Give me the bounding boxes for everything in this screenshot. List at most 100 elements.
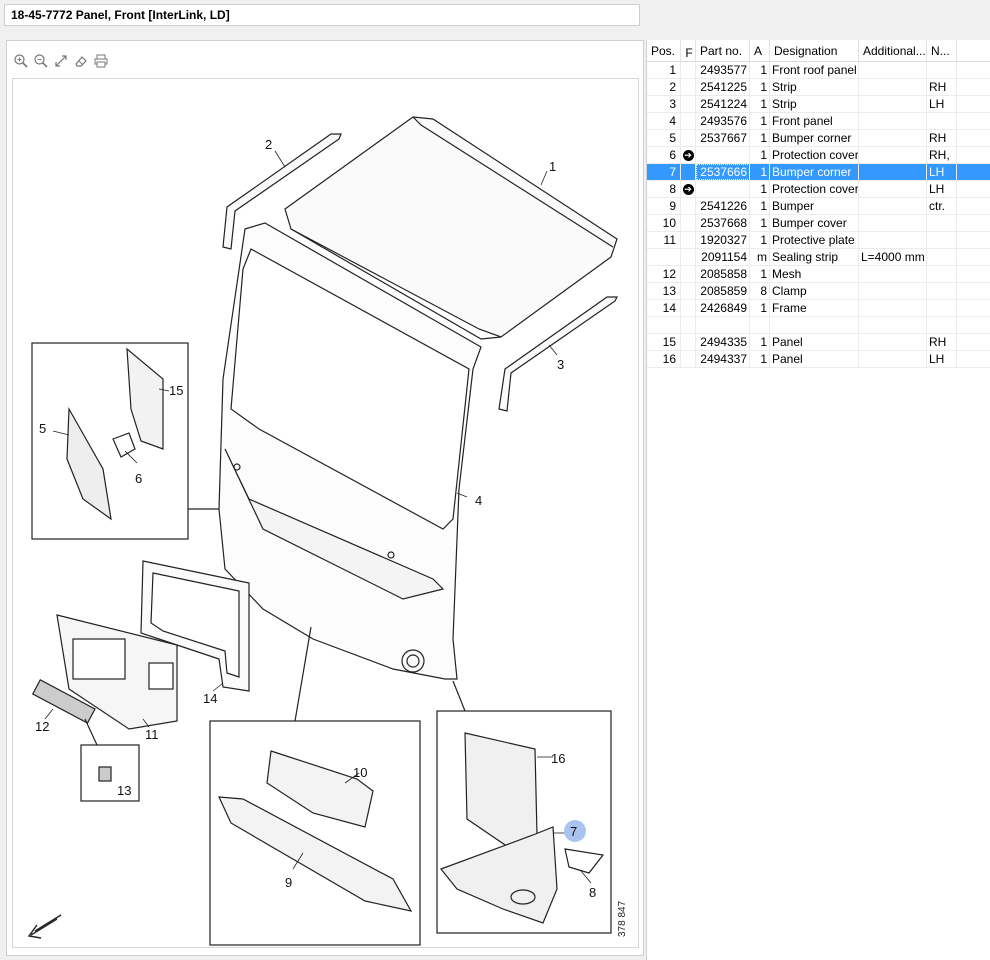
row-designation: Clamp	[770, 283, 859, 299]
callout-14[interactable]: 14	[203, 691, 217, 706]
row-additional	[859, 283, 927, 299]
column-header-a[interactable]: A	[750, 40, 770, 61]
arrow-right-icon[interactable]: ➔	[682, 184, 694, 195]
part-8-protection-cover[interactable]	[564, 848, 605, 874]
callout-12[interactable]: 12	[35, 719, 49, 734]
callout-2[interactable]: 2	[265, 137, 272, 152]
part-9-bumper[interactable]	[218, 796, 413, 912]
callout-16[interactable]: 16	[551, 751, 565, 766]
column-header-additional[interactable]: Additional...	[859, 40, 927, 61]
zoom-in-icon[interactable]	[12, 52, 30, 70]
row-part-no: 1920327	[696, 232, 750, 248]
zoom-out-icon[interactable]	[32, 52, 50, 70]
row-note	[927, 232, 957, 248]
row-pos: 1	[647, 62, 681, 78]
print-icon[interactable]	[92, 52, 110, 70]
arrow-right-icon[interactable]: ➔	[682, 150, 694, 161]
row-note	[927, 249, 957, 265]
callout-6[interactable]: 6	[135, 471, 142, 486]
callout-10[interactable]: 10	[353, 765, 367, 780]
callout-3[interactable]: 3	[557, 357, 564, 372]
row-designation: Bumper	[770, 198, 859, 214]
row-pos: 10	[647, 215, 681, 231]
row-additional	[859, 266, 927, 282]
row-part-no: 2541226	[696, 198, 750, 214]
row-designation: Front panel	[770, 113, 859, 129]
row-flag	[681, 198, 696, 214]
callout-4[interactable]: 4	[475, 493, 482, 508]
part-2-strip[interactable]	[222, 133, 342, 250]
row-pos: 14	[647, 300, 681, 316]
row-designation: Front roof panel	[770, 62, 859, 78]
row-pos: 5	[647, 130, 681, 146]
row-pos	[647, 317, 681, 333]
row-part-no: 2494337	[696, 351, 750, 367]
row-quantity: 1	[750, 113, 770, 129]
row-part-no: 2085859	[696, 283, 750, 299]
row-flag	[681, 283, 696, 299]
callout-11[interactable]: 11	[145, 727, 159, 742]
part-15-panel[interactable]	[126, 347, 164, 450]
row-quantity: 1	[750, 164, 770, 180]
callout-13[interactable]: 13	[117, 783, 131, 798]
column-header-f[interactable]: F	[681, 40, 696, 61]
row-designation: Frame	[770, 300, 859, 316]
row-pos: 11	[647, 232, 681, 248]
row-note: RH,	[927, 147, 957, 163]
row-additional	[859, 181, 927, 197]
fit-icon[interactable]	[52, 52, 70, 70]
row-note: ctr.	[927, 198, 957, 214]
callout-7-highlight	[564, 820, 586, 842]
row-part-no: 2493577	[696, 62, 750, 78]
row-flag	[681, 249, 696, 265]
part-7-bumper-corner[interactable]	[440, 826, 558, 924]
row-part-no: 2085858	[696, 266, 750, 282]
eraser-icon[interactable]	[72, 52, 90, 70]
orientation-arrow-icon	[27, 914, 62, 939]
column-header-designation[interactable]: Designation	[770, 40, 859, 61]
row-pos: 9	[647, 198, 681, 214]
row-note	[927, 300, 957, 316]
part-6-protection-cover[interactable]	[112, 432, 136, 458]
part-10-bumper-cover[interactable]	[266, 750, 374, 828]
callout-7[interactable]: 7	[570, 824, 577, 839]
callout-1[interactable]: 1	[549, 159, 556, 174]
column-header-n[interactable]: N...	[927, 40, 957, 61]
part-1-roof-panel[interactable]	[284, 116, 618, 338]
column-header-part-no[interactable]: Part no.	[696, 40, 750, 61]
callout-15[interactable]: 15	[169, 383, 183, 398]
table-row[interactable]	[647, 317, 990, 334]
callout-5[interactable]: 5	[39, 421, 46, 436]
part-3-strip[interactable]	[498, 296, 618, 412]
row-note: LH	[927, 164, 957, 180]
part-5-bumper-corner[interactable]	[66, 406, 112, 521]
row-flag	[681, 266, 696, 282]
part-12-mesh[interactable]	[31, 679, 96, 724]
row-note	[927, 283, 957, 299]
part-13-clamp[interactable]	[98, 766, 112, 782]
column-header-pos[interactable]: Pos.	[647, 40, 681, 61]
callout-8[interactable]: 8	[589, 885, 596, 900]
callout-9[interactable]: 9	[285, 875, 292, 890]
parts-list-pane: Pos. F Part no. A Designation Additional…	[646, 40, 990, 960]
row-note	[927, 317, 957, 333]
row-designation: Bumper cover	[770, 215, 859, 231]
